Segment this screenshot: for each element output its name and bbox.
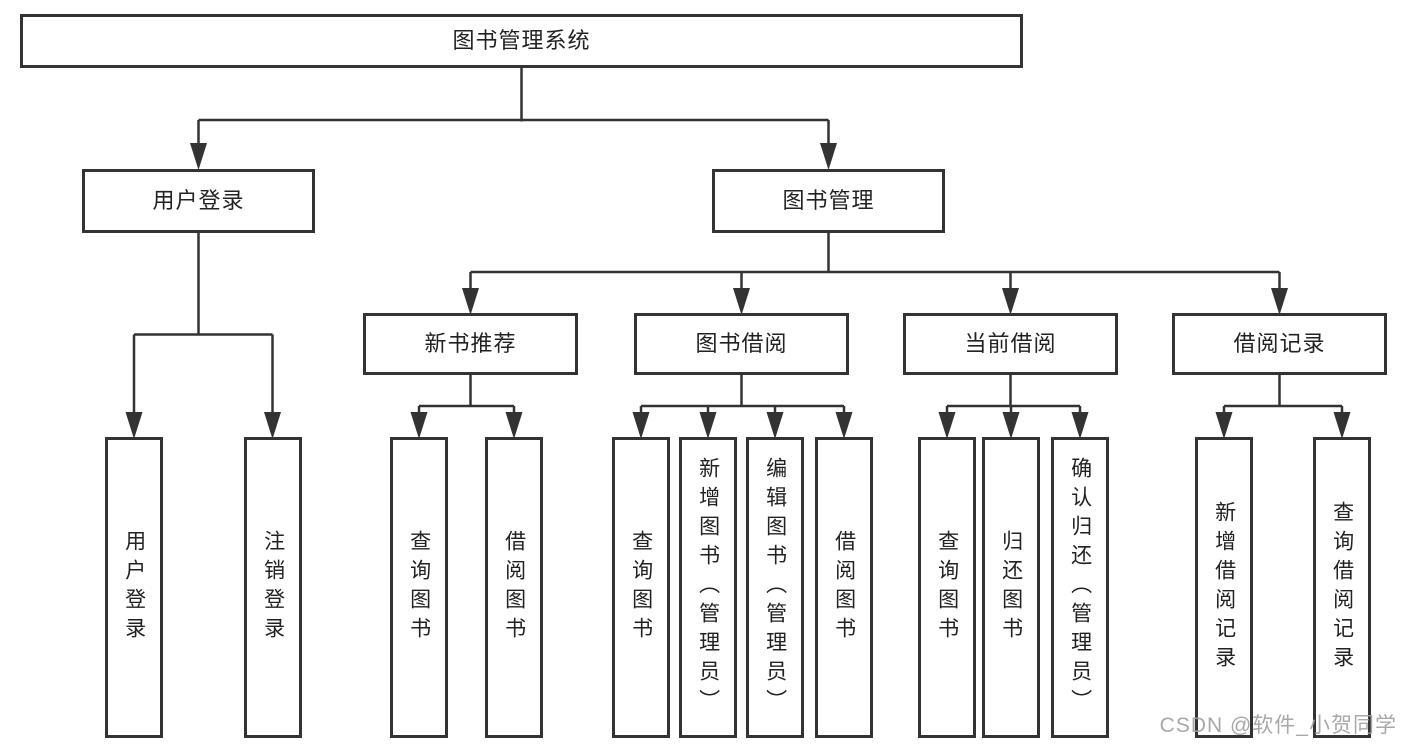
connector-arrowhead (462, 288, 479, 315)
leaf-add-borrow-record: 新增借阅记录 (1195, 437, 1253, 738)
node-new-book-recommendation: 新书推荐 (363, 313, 578, 375)
connector-arrowhead (1071, 412, 1089, 439)
leaf-recommend-borrow-books: 借阅图书 (485, 437, 543, 738)
node-current-borrowing: 当前借阅 (903, 313, 1118, 375)
node-book-borrowing: 图书借阅 (634, 313, 849, 375)
leaf-confirm-return-admin: 确认归还（管理员） (1051, 437, 1109, 738)
leaf-recommend-query-books: 查询图书 (390, 437, 448, 738)
connector-root-to-level2 (197, 68, 830, 147)
connector-arrowhead (1271, 288, 1288, 315)
connector-arrowhead (699, 412, 717, 439)
leaf-add-books-admin: 新增图书（管理员） (679, 437, 737, 738)
leaf-logout: 注销登录 (244, 437, 302, 738)
connector-arrowhead (835, 412, 853, 439)
connector-recommend-to-leaves (417, 375, 516, 416)
leaf-borrowing-borrow-books: 借阅图书 (815, 437, 873, 738)
node-library-system: 图书管理系统 (20, 14, 1023, 68)
connector-arrowhead (1333, 412, 1351, 439)
leaf-borrowing-query-books: 查询图书 (612, 437, 670, 738)
leaf-return-books: 归还图书 (982, 437, 1040, 738)
connector-arrowhead (190, 143, 207, 170)
connector-arrowhead (1215, 412, 1233, 439)
connector-arrowhead (733, 288, 750, 315)
leaf-query-borrow-record: 查询借阅记录 (1313, 437, 1371, 738)
connector-arrowhead (125, 412, 143, 439)
csdn-watermark: CSDN @软件_小贺同学 (1159, 714, 1397, 737)
connector-arrowhead (1002, 288, 1019, 315)
connector-arrowhead (632, 412, 650, 439)
connector-arrowhead (938, 412, 956, 439)
connector-arrowhead (1002, 412, 1020, 439)
node-borrowing-records: 借阅记录 (1172, 313, 1387, 375)
connector-userlogin-to-leaves (132, 233, 274, 416)
leaf-edit-books-admin: 编辑图书（管理员） (746, 437, 804, 738)
connector-arrowhead (766, 412, 784, 439)
connector-arrowhead (505, 412, 523, 439)
leaf-user-login: 用户登录 (105, 437, 163, 738)
connector-current-to-leaves (945, 375, 1082, 416)
leaf-current-query-books: 查询图书 (918, 437, 976, 738)
node-user-login: 用户登录 (82, 169, 315, 233)
node-book-management: 图书管理 (712, 169, 945, 233)
connector-mgmt-to-level3 (469, 233, 1281, 292)
connector-arrowhead (264, 412, 281, 439)
connector-records-to-leaves (1222, 375, 1344, 416)
connector-arrowhead (410, 412, 428, 439)
connector-arrowhead (820, 143, 837, 170)
connector-borrow-to-leaves (639, 375, 846, 416)
